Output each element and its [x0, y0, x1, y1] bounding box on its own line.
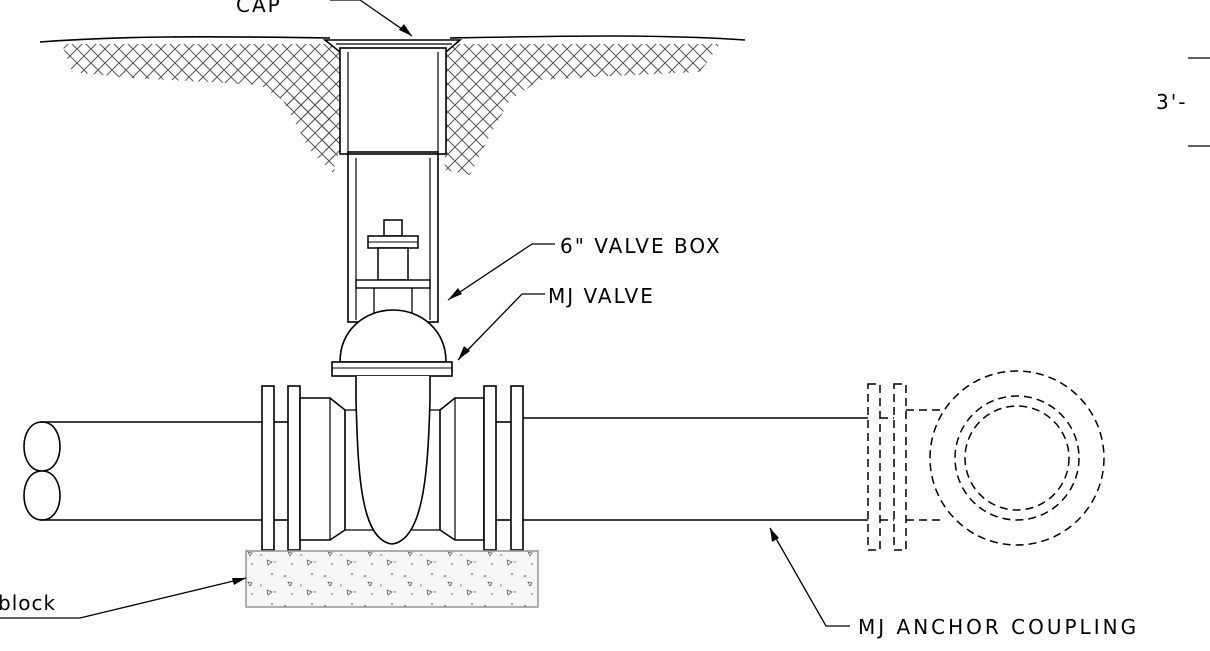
right-flange-inner [483, 385, 497, 551]
anchor-coupling-leader [769, 527, 850, 627]
block-leader [0, 577, 247, 619]
soil-hatch-left-lower [280, 95, 335, 175]
mj-valve-leader [457, 293, 545, 361]
dashed-main-pipe [929, 370, 1105, 546]
dimension-label: 3'- [1156, 90, 1187, 114]
right-flange-outer [510, 385, 524, 551]
ground-line [39, 35, 746, 43]
dashed-tee-flanges [867, 383, 945, 551]
valve-box-upper [339, 47, 447, 155]
anchor-coupling-label: MJ ANCHOR COUPLING [858, 615, 1139, 639]
right-pipe [523, 417, 868, 521]
valve-body-left [299, 397, 346, 541]
soil-hatch-right [445, 44, 720, 175]
valve-box-leader [447, 243, 555, 301]
valve-flange [331, 361, 453, 377]
block-label: block [0, 591, 56, 615]
left-flange-outer [261, 385, 275, 551]
pipe-break [23, 421, 61, 521]
mj-valve-label: MJ VALVE [548, 284, 655, 308]
valve-bonnet [339, 309, 447, 363]
valve-box-label: 6" VALVE BOX [560, 234, 722, 258]
valve-gate [355, 376, 431, 545]
cap-label: CAP [236, 0, 282, 17]
operating-nut [383, 219, 403, 237]
left-flange-inner [287, 385, 301, 551]
soil-hatch [62, 44, 348, 160]
cap-leader [330, 0, 413, 37]
valve-body-right [439, 397, 485, 541]
left-pipe [40, 421, 262, 521]
